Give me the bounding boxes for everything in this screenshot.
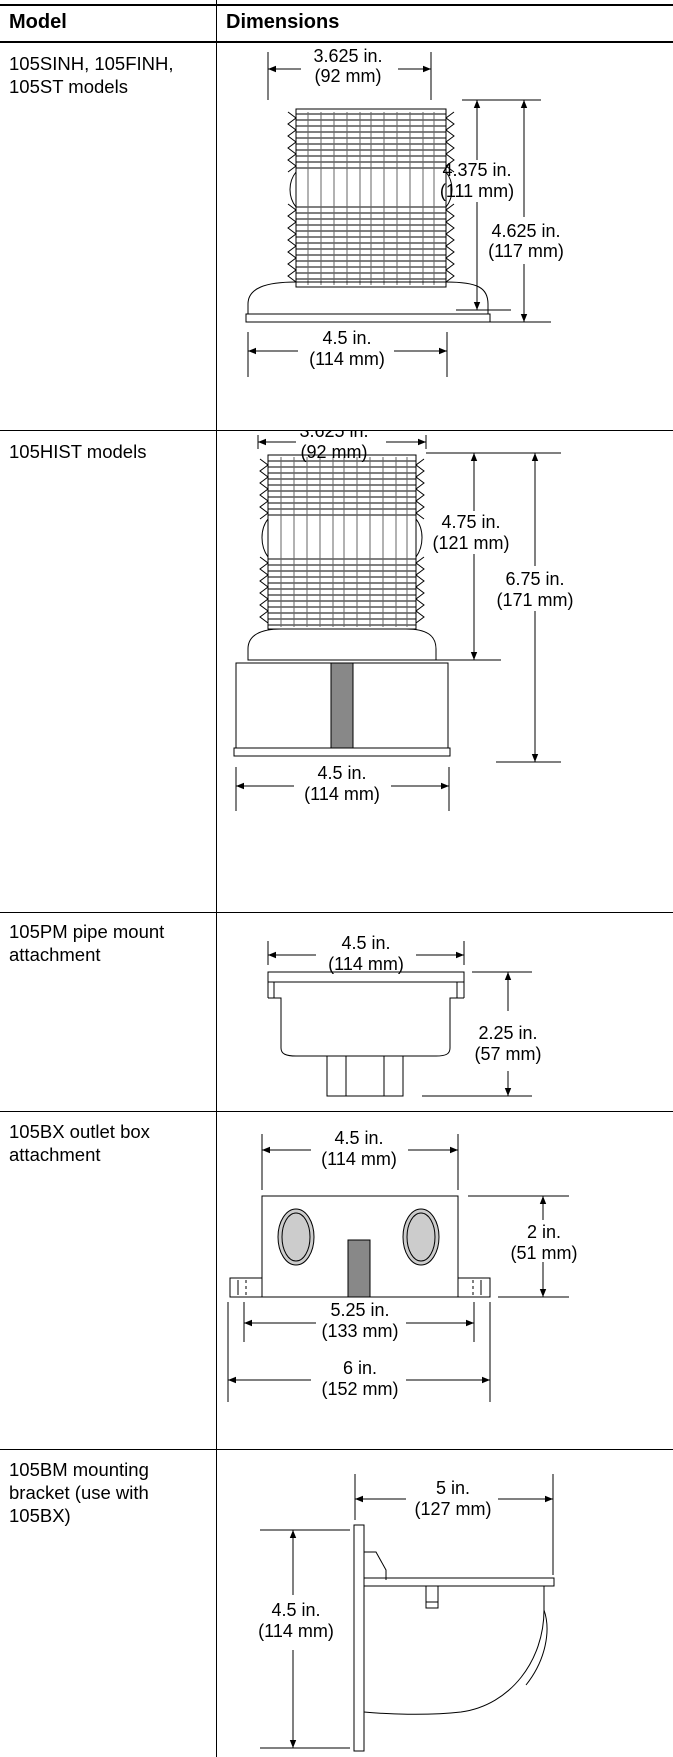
mounting-bracket-drawing: 5 in. (127 mm) 4.5 in. (114 mm) (258, 1474, 555, 1752)
row-divider (0, 430, 673, 431)
dim-label: (114 mm) (328, 954, 404, 974)
dim-label: 3.625 in. (313, 46, 382, 66)
dim-label: (114 mm) (258, 1621, 334, 1641)
dim-label: 4.5 in. (334, 1128, 383, 1148)
dim-label: 2.25 in. (478, 1023, 537, 1043)
row-divider (0, 1449, 673, 1450)
dim-label: (114 mm) (304, 784, 380, 804)
dim-label: 4.5 in. (317, 763, 366, 783)
model-name: 105BM mounting bracket (use with 105BX) (9, 1459, 149, 1526)
strobe-drawing-cell: 3.625 in. (92 mm) 4.75 in. (121 mm) 6.75… (226, 431, 673, 912)
row-divider (0, 1111, 673, 1112)
dim-label: (51 mm) (511, 1243, 578, 1263)
dim-label: (127 mm) (414, 1499, 491, 1519)
header-rule (0, 41, 673, 43)
dim-label: (57 mm) (475, 1044, 542, 1064)
model-name: 105HIST models (9, 441, 147, 462)
outlet-box-drawing: 4.5 in. (114 mm) 2 in. (51 mm) 5.25 in. … (227, 1128, 578, 1402)
mounting-bracket-drawing-cell: 5 in. (127 mm) 4.5 in. (114 mm) (226, 1450, 673, 1757)
dim-label: 5 in. (436, 1478, 470, 1498)
dim-label: 4.5 in. (322, 328, 371, 348)
header-dimensions: Dimensions (226, 11, 340, 33)
strobe-dimension-drawing: 3.625 in. (92 mm) 4.375 in. (111 mm) 4.6… (245, 46, 564, 377)
dim-label: (92 mm) (301, 442, 368, 462)
dim-label: 6.75 in. (505, 569, 564, 589)
pipe-mount-drawing: 4.5 in. (114 mm) 2.25 in. (57 mm) (267, 933, 542, 1097)
dim-label: (133 mm) (321, 1321, 398, 1341)
dim-label: (111 mm) (440, 181, 514, 201)
dim-label: 5.25 in. (330, 1300, 389, 1320)
dim-label: 4.375 in. (442, 160, 511, 180)
dim-label: (114 mm) (321, 1149, 397, 1169)
strobe-drawing-cell: 3.625 in. (92 mm) 4.375 in. (111 mm) 4.6… (226, 42, 673, 430)
row-divider (0, 912, 673, 913)
dim-label: 4.625 in. (491, 221, 560, 241)
dim-label: (114 mm) (309, 349, 385, 369)
dim-label: (171 mm) (496, 590, 573, 610)
dim-label: (152 mm) (321, 1379, 398, 1399)
model-name: 105BX outlet box attachment (9, 1121, 150, 1165)
column-divider (216, 0, 217, 1757)
dim-label: 2 in. (527, 1222, 561, 1242)
high-intensity-strobe-drawing: 3.625 in. (92 mm) 4.75 in. (121 mm) 6.75… (233, 431, 574, 811)
dim-label: 3.625 in. (299, 431, 368, 441)
dim-label: (121 mm) (432, 533, 509, 553)
outlet-box-drawing-cell: 4.5 in. (114 mm) 2 in. (51 mm) 5.25 in. … (226, 1112, 673, 1449)
header-model: Model (9, 11, 67, 33)
model-name: 105PM pipe mount attachment (9, 921, 165, 965)
model-name: 105SINH, 105FINH, 105ST models (9, 53, 174, 97)
dim-label: 4.5 in. (271, 1600, 320, 1620)
dim-label: 4.75 in. (441, 512, 500, 532)
pipe-mount-drawing-cell: 4.5 in. (114 mm) 2.25 in. (57 mm) (226, 913, 673, 1111)
dim-label: (92 mm) (315, 66, 382, 86)
dim-label: 4.5 in. (341, 933, 390, 953)
dim-label: 6 in. (343, 1358, 377, 1378)
dim-label: (117 mm) (488, 241, 564, 261)
table-top-rule (0, 4, 673, 6)
